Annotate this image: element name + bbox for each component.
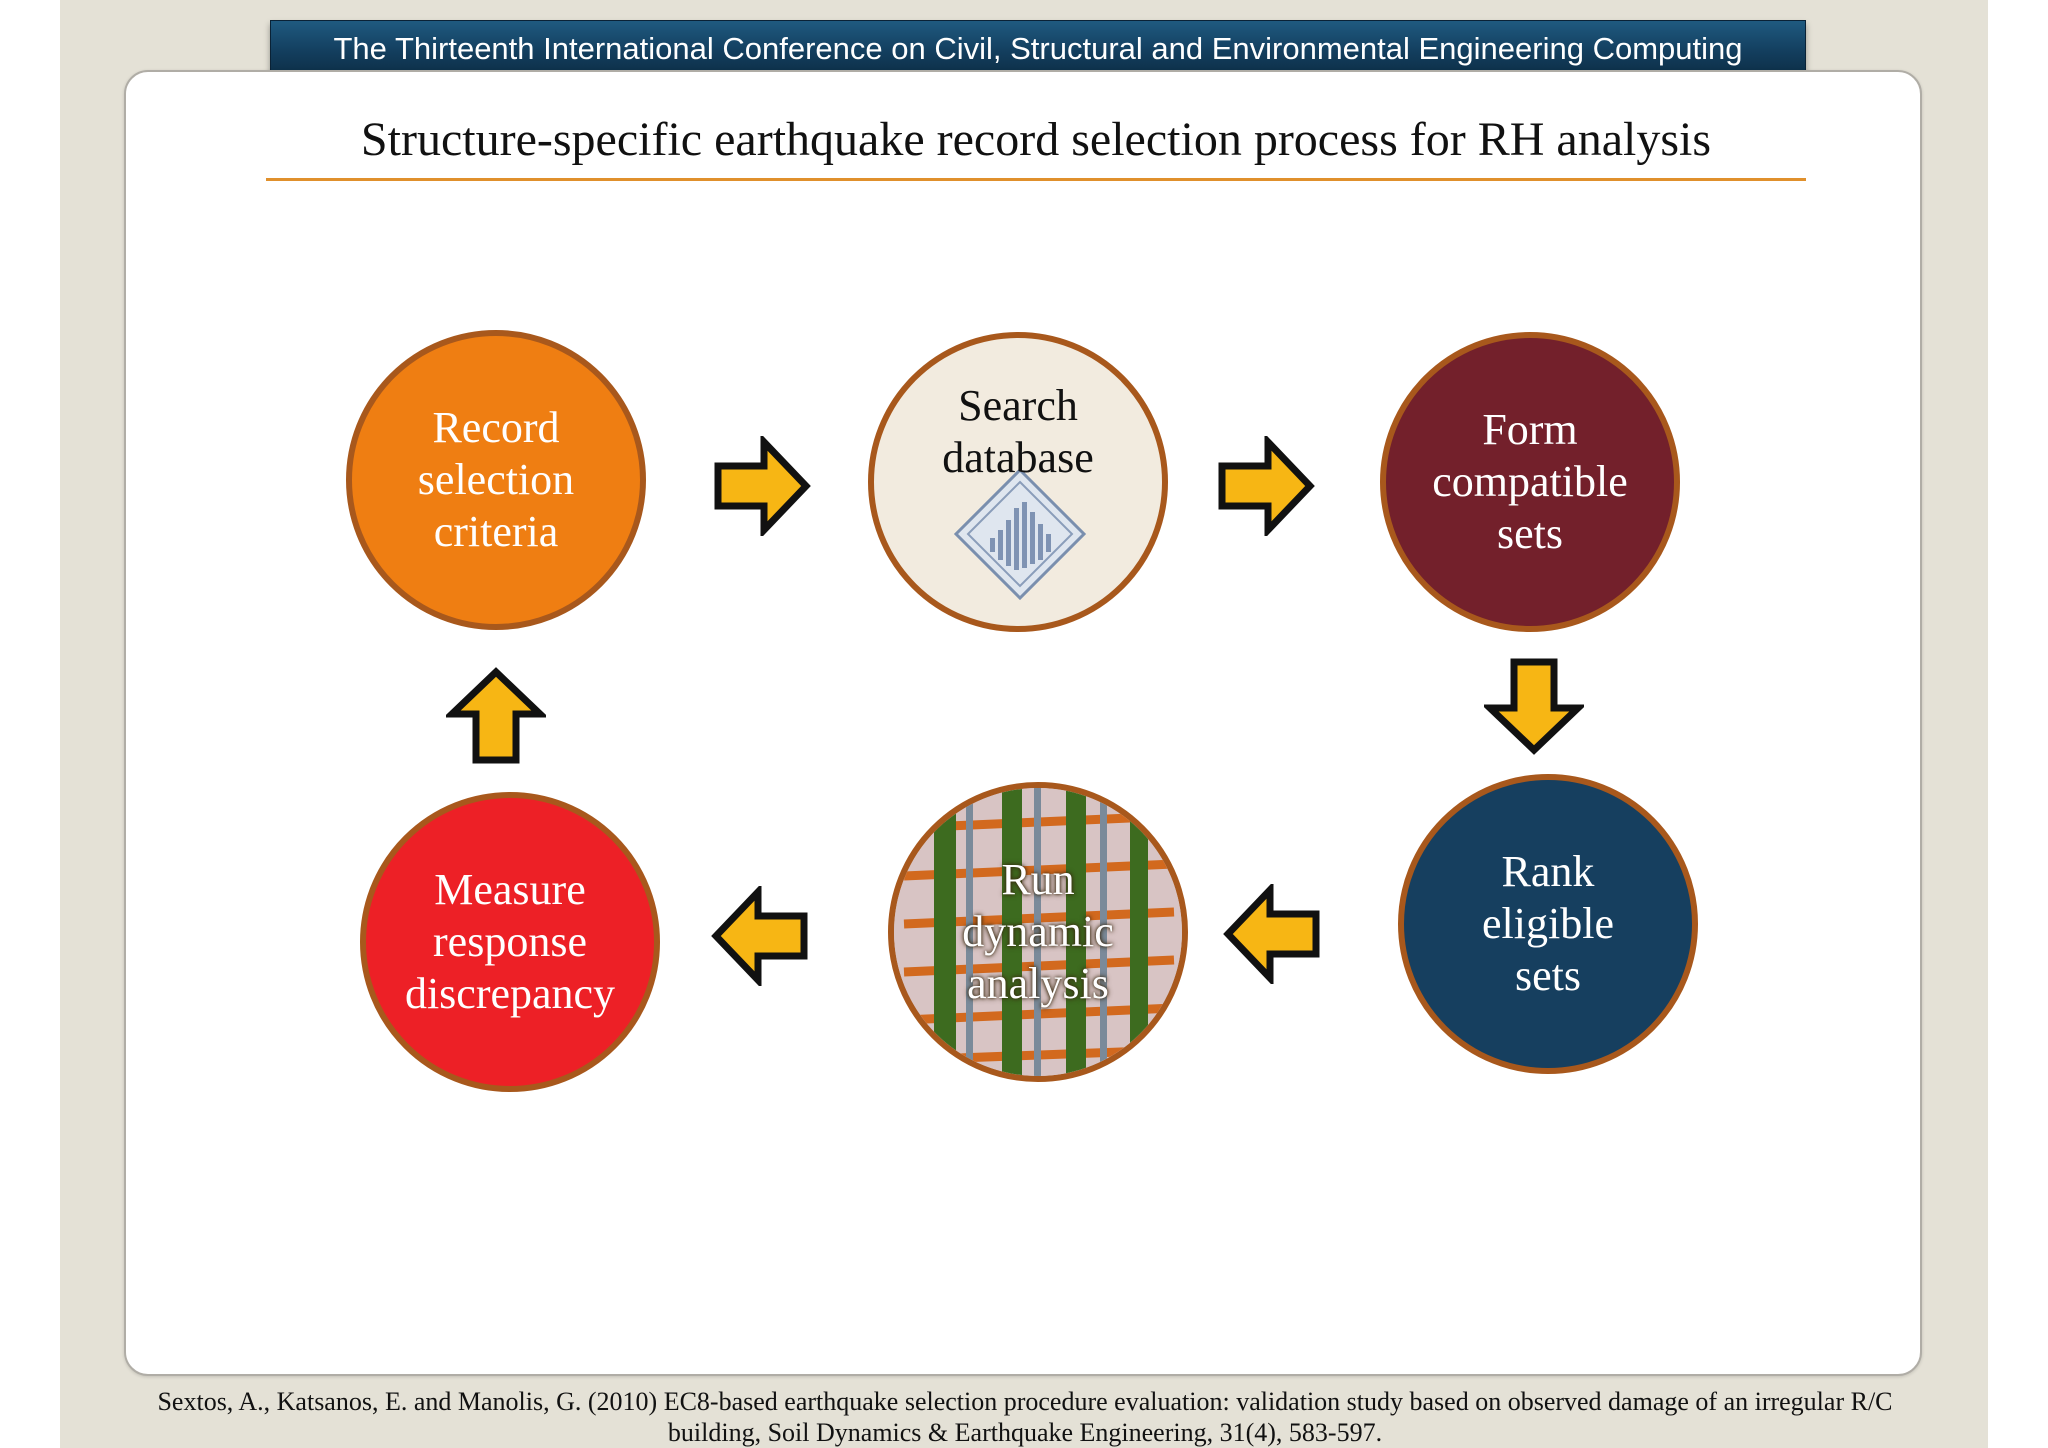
node-run-dynamic-analysis: Run dynamic analysis [888,782,1188,1082]
node-search-database: Search database [868,332,1168,632]
reference-citation: Sextos, A., Katsanos, E. and Manolis, G.… [157,1387,1893,1447]
database-logo-icon [954,468,1086,600]
node-label: Search database [942,381,1094,482]
slide-title: Structure-specific earthquake record sel… [360,113,1712,166]
node-rank-eligible-sets: Rank eligible sets [1398,774,1698,1074]
node-label: Record selection criteria [417,403,575,556]
arrow-right-icon [1218,436,1315,536]
conference-banner-text: The Thirteenth International Conference … [333,31,1743,66]
slide-card [124,70,1922,1376]
node-label: Measure response discrepancy [404,865,616,1018]
node-form-compatible-sets: Form compatible sets [1380,332,1680,632]
arrow-left-icon [711,886,808,986]
arrow-down-icon [1484,658,1584,755]
building-model-icon [894,788,1182,1076]
node-measure-response-discrepancy: Measure response discrepancy [360,792,660,1092]
arrow-right-icon [714,436,811,536]
node-label: Rank eligible sets [1482,847,1614,1000]
node-label: Run dynamic analysis [962,855,1114,1008]
node-record-selection-criteria: Record selection criteria [346,330,646,630]
arrow-up-icon [446,667,546,764]
node-label: Form compatible sets [1432,405,1628,558]
title-underline [266,178,1806,181]
arrow-left-icon [1223,884,1320,984]
conference-banner: The Thirteenth International Conference … [270,20,1806,78]
